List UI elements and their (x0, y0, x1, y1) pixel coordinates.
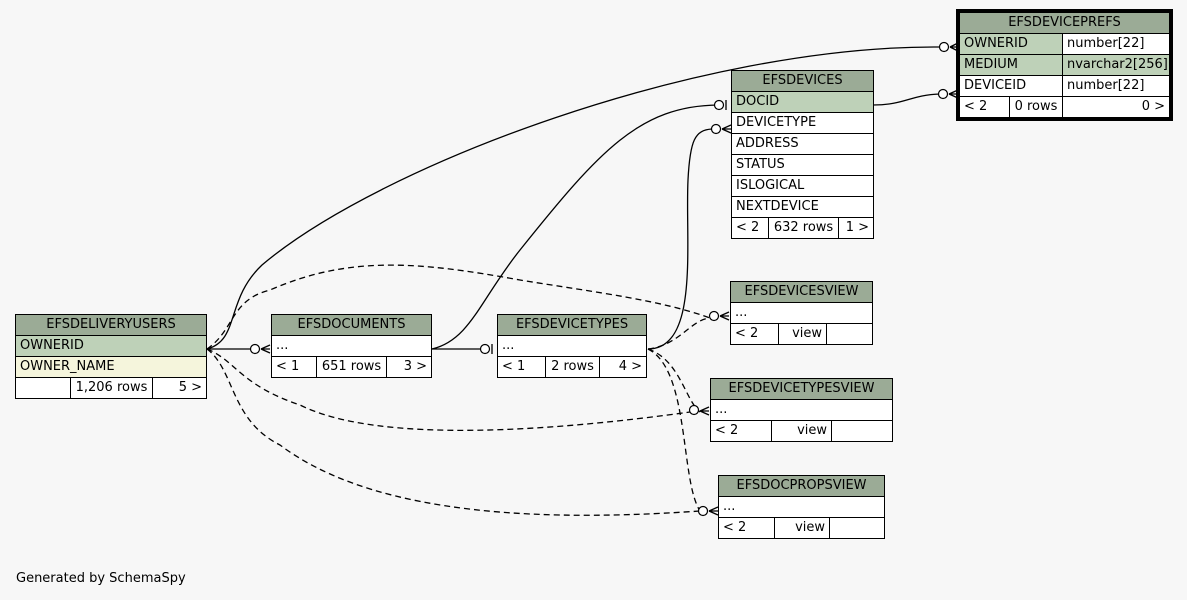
children-count (829, 517, 885, 539)
table-title[interactable]: EFSDOCPROPSVIEW (718, 475, 885, 497)
row-count: 651 rows (316, 356, 387, 378)
parents-count: < 1 (497, 356, 546, 378)
row-count: 1,206 rows (70, 377, 153, 399)
column-name: OWNER_NAME (14, 356, 208, 378)
column-name: NEXTDEVICE (730, 196, 875, 218)
column-name: OWNERID (14, 335, 208, 357)
row-count: 0 rows (1009, 96, 1063, 118)
table-efsdevices[interactable]: EFSDEVICES DOCID DEVICETYPE ADDRESS STAT… (730, 70, 875, 239)
column-type: nvarchar2[256] (1062, 54, 1170, 76)
row-count: view (778, 323, 827, 345)
parents-count: < 2 (959, 96, 1010, 118)
generator-credit: Generated by SchemaSpy (16, 571, 186, 586)
column-name: OWNERID (959, 33, 1063, 55)
table-title[interactable]: EFSDEVICETYPES (496, 314, 648, 336)
parents-count: < 2 (710, 420, 772, 442)
table-title[interactable]: EFSDEVICEPREFS (959, 12, 1170, 34)
column-name: ADDRESS (730, 133, 875, 155)
column-name: MEDIUM (959, 54, 1063, 76)
column-name: ... (271, 335, 432, 357)
column-name: DEVICEID (959, 75, 1063, 97)
children-count: 5 > (151, 377, 208, 399)
column-name: ... (729, 302, 874, 324)
table-title[interactable]: EFSDOCUMENTS (271, 314, 432, 336)
children-count (830, 420, 894, 442)
parents-count (15, 377, 71, 399)
column-name: DOCID (730, 91, 875, 113)
children-count (825, 323, 874, 345)
column-name: DEVICETYPE (730, 112, 875, 134)
column-name: STATUS (730, 154, 875, 176)
edge-deliveryusers-prefs (206, 46, 941, 350)
edge-devices-prefs (872, 93, 941, 106)
table-efsdocpropsview[interactable]: EFSDOCPROPSVIEW ... < 2 view (718, 475, 885, 539)
edge-devicetypes-devicetypesview (647, 348, 701, 413)
column-type: number[22] (1062, 75, 1170, 97)
column-name: ... (709, 399, 894, 421)
edge-devicetypes-devicesview (647, 317, 711, 350)
row-count: view (774, 517, 830, 539)
column-name: ... (718, 496, 885, 518)
row-count: 2 rows (545, 356, 600, 378)
row-count: view (771, 420, 832, 442)
table-title[interactable]: EFSDEVICESVIEW (729, 281, 874, 303)
edge-deliveryusers-docpropsview (206, 348, 701, 516)
table-title[interactable]: EFSDEVICETYPESVIEW (709, 378, 894, 400)
table-efsdevicetypes[interactable]: EFSDEVICETYPES ... < 1 2 rows 4 > (496, 314, 648, 378)
edge-devicetypes-devices (647, 128, 713, 350)
table-efsdeviceprefs[interactable]: EFSDEVICEPREFS OWNERID number[22] MEDIUM… (956, 9, 1173, 121)
column-name: ISLOGICAL (730, 175, 875, 197)
table-title[interactable]: EFSDELIVERYUSERS (14, 314, 208, 336)
parents-count: < 2 (718, 517, 775, 539)
children-count: 1 > (837, 217, 875, 239)
edge-deliveryusers-devicesview (206, 264, 711, 350)
table-title[interactable]: EFSDEVICES (730, 70, 875, 92)
edge-deliveryusers-devicetypesview (206, 348, 691, 431)
table-efsdocuments[interactable]: EFSDOCUMENTS ... < 1 651 rows 3 > (271, 314, 432, 378)
parents-count: < 1 (271, 356, 317, 378)
row-count: 632 rows (768, 217, 839, 239)
parents-count: < 2 (730, 323, 779, 345)
children-count: 0 > (1062, 96, 1170, 118)
edge-devicetypes-docpropsview (647, 348, 701, 512)
edge-documents-devices (431, 104, 719, 350)
table-efsdevicesview[interactable]: EFSDEVICESVIEW ... < 2 view (729, 281, 874, 345)
children-count: 3 > (386, 356, 432, 378)
children-count: 4 > (598, 356, 648, 378)
parents-count: < 2 (731, 217, 769, 239)
table-efsdevicetypesview[interactable]: EFSDEVICETYPESVIEW ... < 2 view (709, 378, 894, 442)
column-name: ... (496, 335, 648, 357)
table-efsdeliveryusers[interactable]: EFSDELIVERYUSERS OWNERID OWNER_NAME 1,20… (14, 314, 208, 399)
column-type: number[22] (1062, 33, 1170, 55)
